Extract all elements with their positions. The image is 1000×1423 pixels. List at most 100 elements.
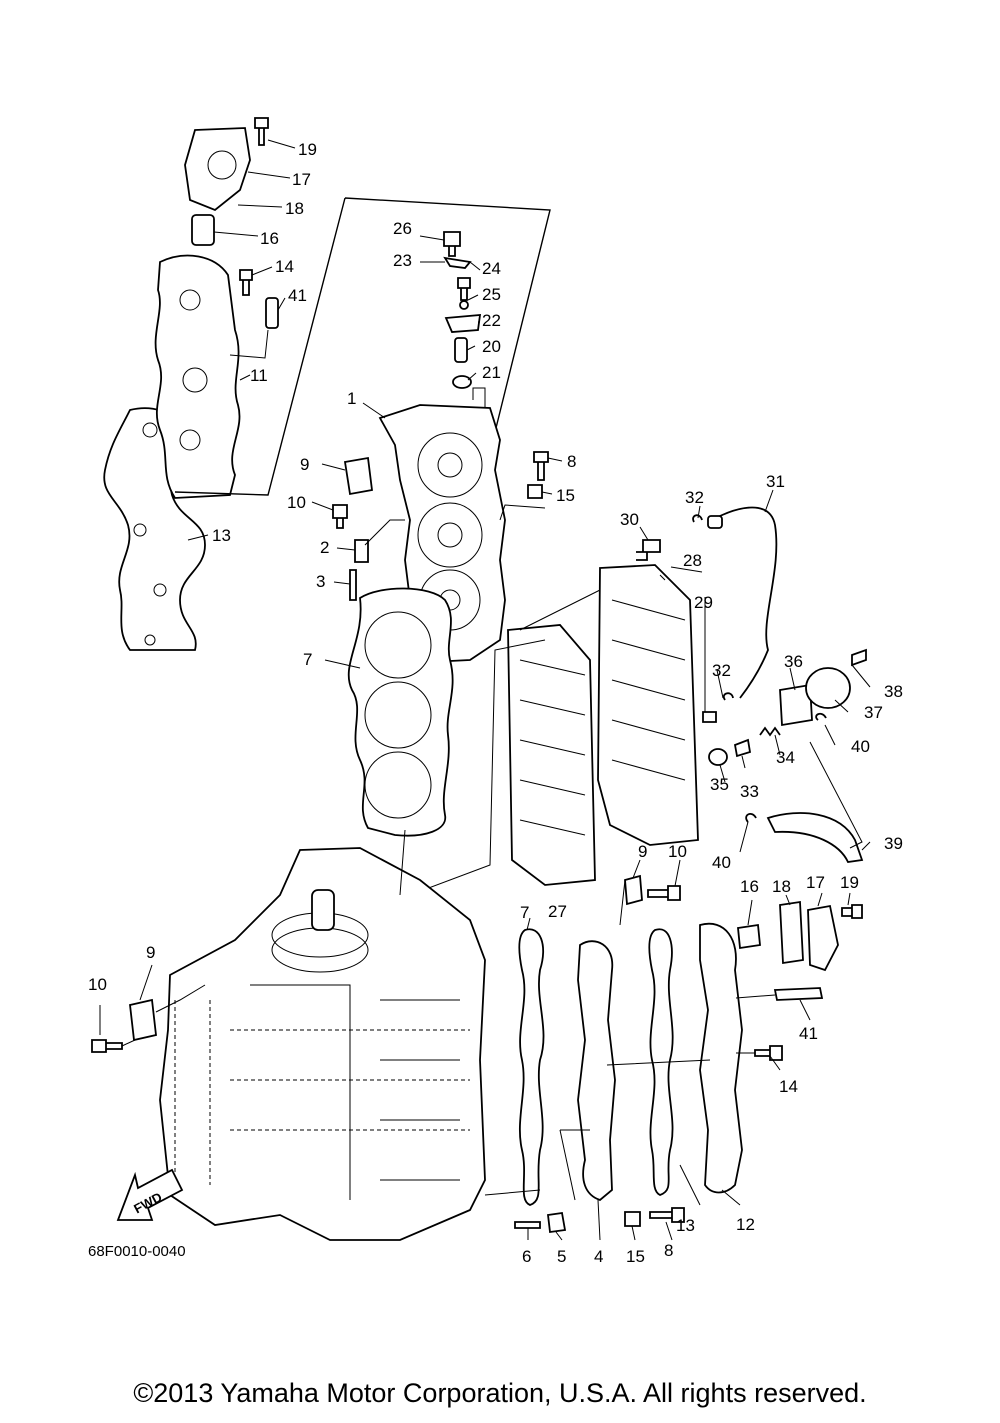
clamp-40-upper xyxy=(815,712,827,721)
assembly-bracket xyxy=(174,197,551,496)
callout-14b: 14 xyxy=(779,1077,798,1096)
side-cover-assembly xyxy=(484,859,863,1241)
upper-cover-assembly xyxy=(103,117,296,651)
callout-40b: 40 xyxy=(712,853,731,872)
grommet-21 xyxy=(452,375,472,389)
callout-18b: 18 xyxy=(772,877,791,896)
bolt-38 xyxy=(851,648,867,667)
clamp-32-lower xyxy=(722,692,734,701)
callout-1: 1 xyxy=(347,389,356,408)
callout-34: 34 xyxy=(776,748,795,767)
screw-6 xyxy=(514,1221,541,1229)
bracket-9-lower xyxy=(129,998,157,1042)
cover-4 xyxy=(577,940,616,1202)
hose-31 xyxy=(711,506,778,699)
spring-34 xyxy=(759,726,781,737)
sensor-20 xyxy=(454,337,468,363)
callout-17a: 17 xyxy=(292,170,311,189)
pin-29 xyxy=(702,711,717,723)
sensor-41-upper xyxy=(265,297,279,329)
callout-17b: 17 xyxy=(806,873,825,892)
gasket-36 xyxy=(779,683,813,727)
callout-9b: 9 xyxy=(146,943,155,962)
cylinder-head-assembly xyxy=(311,231,563,837)
callout-38: 38 xyxy=(884,682,903,701)
hose-end-31 xyxy=(707,515,723,529)
head-gasket-7-lower xyxy=(518,928,545,1206)
bolt-10-right xyxy=(647,885,681,901)
crank-end xyxy=(311,889,335,931)
cover-37 xyxy=(805,667,851,709)
callout-32a: 32 xyxy=(685,488,704,507)
exhaust-cover-assembly xyxy=(409,489,871,896)
callout-2: 2 xyxy=(320,538,329,557)
diagram-code: 68F0010-0040 xyxy=(88,1243,186,1260)
callout-15b: 15 xyxy=(626,1247,645,1266)
callout-16b: 16 xyxy=(740,877,759,896)
callout-13b: 13 xyxy=(676,1216,695,1235)
exhaust-cover-28 xyxy=(597,564,699,846)
clip-23 xyxy=(443,256,472,269)
exploded-parts-diagram: 19 17 18 16 14 41 11 13 26 23 24 25 22 2… xyxy=(88,117,903,1266)
clamp-32-upper xyxy=(692,514,703,523)
bolt-10-upper xyxy=(332,504,348,529)
callout-19b: 19 xyxy=(840,873,859,892)
callout-28: 28 xyxy=(683,551,702,570)
callout-8a: 8 xyxy=(567,452,576,471)
bolt-10-lower xyxy=(91,1039,123,1053)
callout-7a: 7 xyxy=(303,650,312,669)
callout-30: 30 xyxy=(620,510,639,529)
callout-24: 24 xyxy=(482,259,501,278)
grommet-35 xyxy=(708,748,728,766)
collar-5 xyxy=(547,1211,567,1234)
callout-9c: 9 xyxy=(638,842,647,861)
callout-35: 35 xyxy=(710,775,729,794)
bolt-26 xyxy=(443,231,461,257)
callout-14a: 14 xyxy=(275,257,294,276)
callout-25: 25 xyxy=(482,285,501,304)
callout-9a: 9 xyxy=(300,455,309,474)
callout-10a: 10 xyxy=(287,493,306,512)
callout-33: 33 xyxy=(740,782,759,801)
hose-39 xyxy=(766,812,864,863)
callout-41b: 41 xyxy=(799,1024,818,1043)
bracket-9-upper xyxy=(343,456,373,496)
callout-7b: 7 xyxy=(520,903,529,922)
callout-12: 12 xyxy=(736,1215,755,1234)
clamp-40-lower xyxy=(745,813,757,823)
callout-26: 26 xyxy=(393,219,412,238)
copyright-notice: ©2013 Yamaha Motor Corporation, U.S.A. A… xyxy=(133,1378,867,1408)
callout-41a: 41 xyxy=(288,286,307,305)
callout-23: 23 xyxy=(393,251,412,270)
bolt-19-lower xyxy=(841,904,863,919)
bolt-19-upper xyxy=(254,117,269,146)
callout-36: 36 xyxy=(784,652,803,671)
callout-22: 22 xyxy=(482,311,501,330)
callout-18a: 18 xyxy=(285,199,304,218)
cover-11 xyxy=(154,254,241,499)
sensor-41-lower xyxy=(773,987,824,1001)
bolt-8-lower xyxy=(649,1207,685,1223)
thermostat-16-lower xyxy=(737,923,761,950)
callout-40a: 40 xyxy=(851,737,870,756)
callout-37: 37 xyxy=(864,703,883,722)
thermostat-16 xyxy=(191,214,215,246)
callout-11: 11 xyxy=(250,366,268,385)
callout-20: 20 xyxy=(482,337,501,356)
callout-8b: 8 xyxy=(664,1241,673,1260)
bracket-2 xyxy=(354,539,369,563)
bolt-8-upper xyxy=(533,451,549,481)
callout-13a: 13 xyxy=(212,526,231,545)
callout-10c: 10 xyxy=(668,842,687,861)
callout-21: 21 xyxy=(482,363,501,382)
pin-15-upper xyxy=(527,484,543,499)
callout-6: 6 xyxy=(522,1247,531,1266)
gasket-18-lower xyxy=(779,900,804,965)
cover-12 xyxy=(699,922,743,1194)
exhaust-gasket-27 xyxy=(507,624,596,886)
washer-24 xyxy=(459,300,469,310)
callout-27: 27 xyxy=(548,902,567,921)
crankcase-block xyxy=(91,829,486,1241)
callout-15a: 15 xyxy=(556,486,575,505)
callout-3: 3 xyxy=(316,572,325,591)
